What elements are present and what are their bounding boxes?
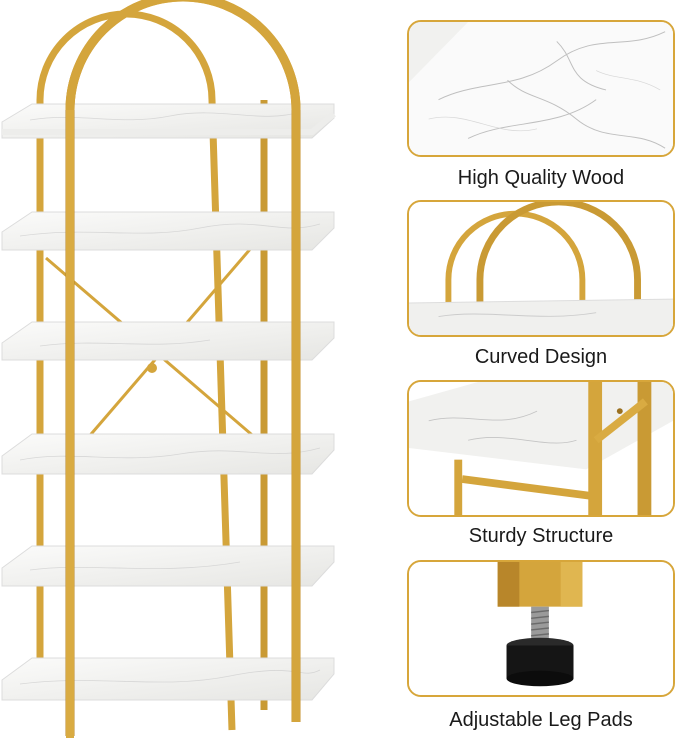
feature-caption-legs: Adjustable Leg Pads: [449, 709, 633, 731]
frame-joint-icon: [409, 382, 673, 515]
feature-caption-structure: Sturdy Structure: [468, 525, 614, 547]
marble-surface-icon: [409, 22, 673, 155]
shelves: [1, 103, 336, 701]
feature-card-wood: [407, 20, 675, 157]
feature-caption-wood: High Quality Wood: [457, 167, 625, 189]
brace-center: [147, 363, 157, 373]
feature-card-curve: [407, 200, 675, 337]
feature-card-structure: [407, 380, 675, 517]
feature-card-legs: [407, 560, 675, 697]
leveling-foot-icon: [409, 562, 673, 695]
bookshelf-image: [1, 0, 336, 738]
feature-caption-curve: Curved Design: [474, 346, 608, 368]
arch-frame-icon: [409, 202, 673, 335]
